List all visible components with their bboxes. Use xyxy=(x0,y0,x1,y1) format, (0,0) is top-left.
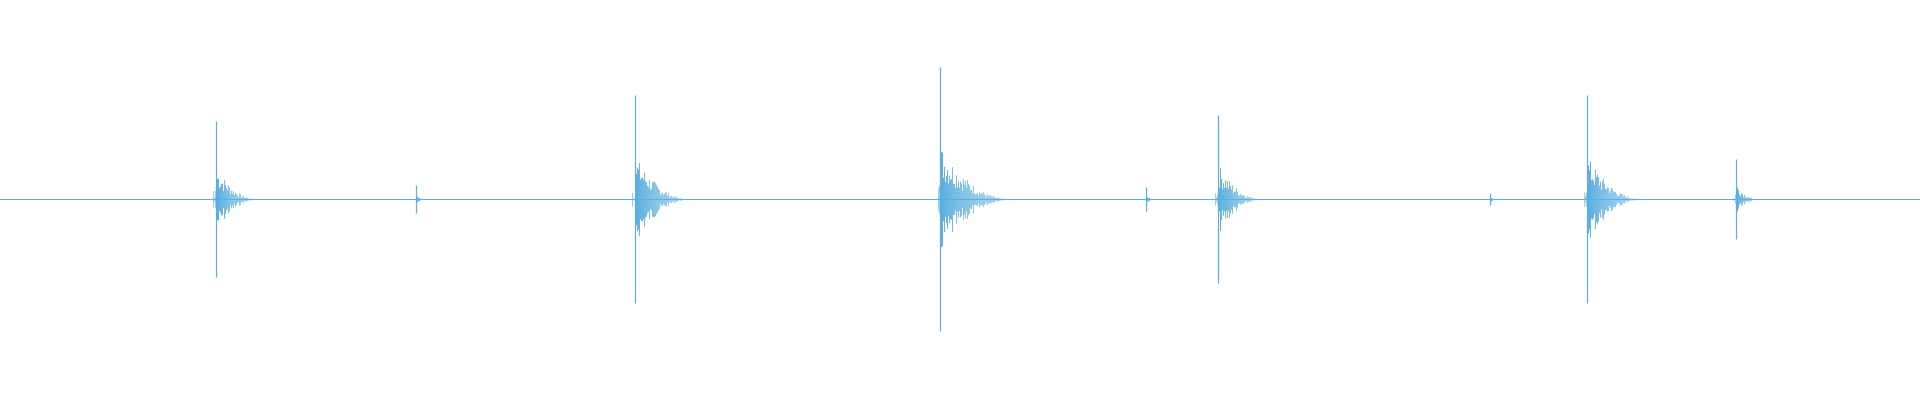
waveform-peaks xyxy=(213,67,1759,332)
waveform-peak xyxy=(1143,187,1154,212)
waveform-peak xyxy=(1215,115,1265,284)
waveform-peak xyxy=(632,95,693,304)
waveform-peak xyxy=(213,121,260,278)
waveform-peak xyxy=(413,185,425,214)
waveform-peak xyxy=(1733,159,1759,240)
waveform-peak xyxy=(1584,95,1645,304)
waveform-peak xyxy=(937,67,1014,332)
waveform-peak xyxy=(1487,193,1497,206)
